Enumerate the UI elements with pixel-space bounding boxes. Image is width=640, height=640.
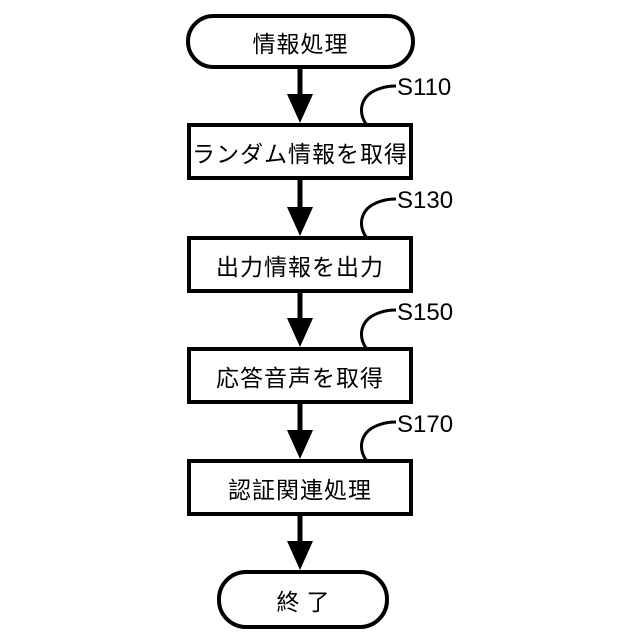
process-label-s150: 応答音声を取得 (216, 364, 384, 391)
step-id-s130: S130 (397, 187, 454, 214)
leader-line-s170 (359, 420, 397, 461)
arrow-s110-to-s130 (287, 179, 313, 236)
step-id-s170: S170 (397, 411, 454, 438)
terminal-end: 終了 (217, 570, 389, 629)
arrow-s150-to-s170 (287, 402, 313, 459)
process-box-s150: 応答音声を取得 (187, 347, 413, 404)
process-box-s110: ランダム情報を取得 (187, 123, 413, 180)
step-id-s110: S110 (397, 74, 452, 101)
process-label-s130: 出力情報を出力 (216, 253, 384, 280)
leader-line-s150 (359, 308, 397, 349)
arrow-s130-to-s150 (287, 291, 313, 347)
step-id-s150: S150 (397, 299, 454, 326)
arrow-s170-to-end (287, 514, 313, 570)
arrow-start-to-s110 (287, 67, 313, 123)
terminal-start: 情報処理 (186, 14, 415, 69)
leader-line-s110 (359, 84, 397, 125)
terminal-start-label: 情報処理 (252, 30, 349, 57)
terminal-end-label: 終了 (276, 588, 337, 615)
process-box-s170: 認証関連処理 (187, 459, 413, 516)
process-label-s110: ランダム情報を取得 (192, 140, 408, 167)
process-label-s170: 認証関連処理 (228, 476, 372, 503)
process-box-s130: 出力情報を出力 (187, 236, 413, 293)
leader-line-s130 (359, 197, 397, 238)
